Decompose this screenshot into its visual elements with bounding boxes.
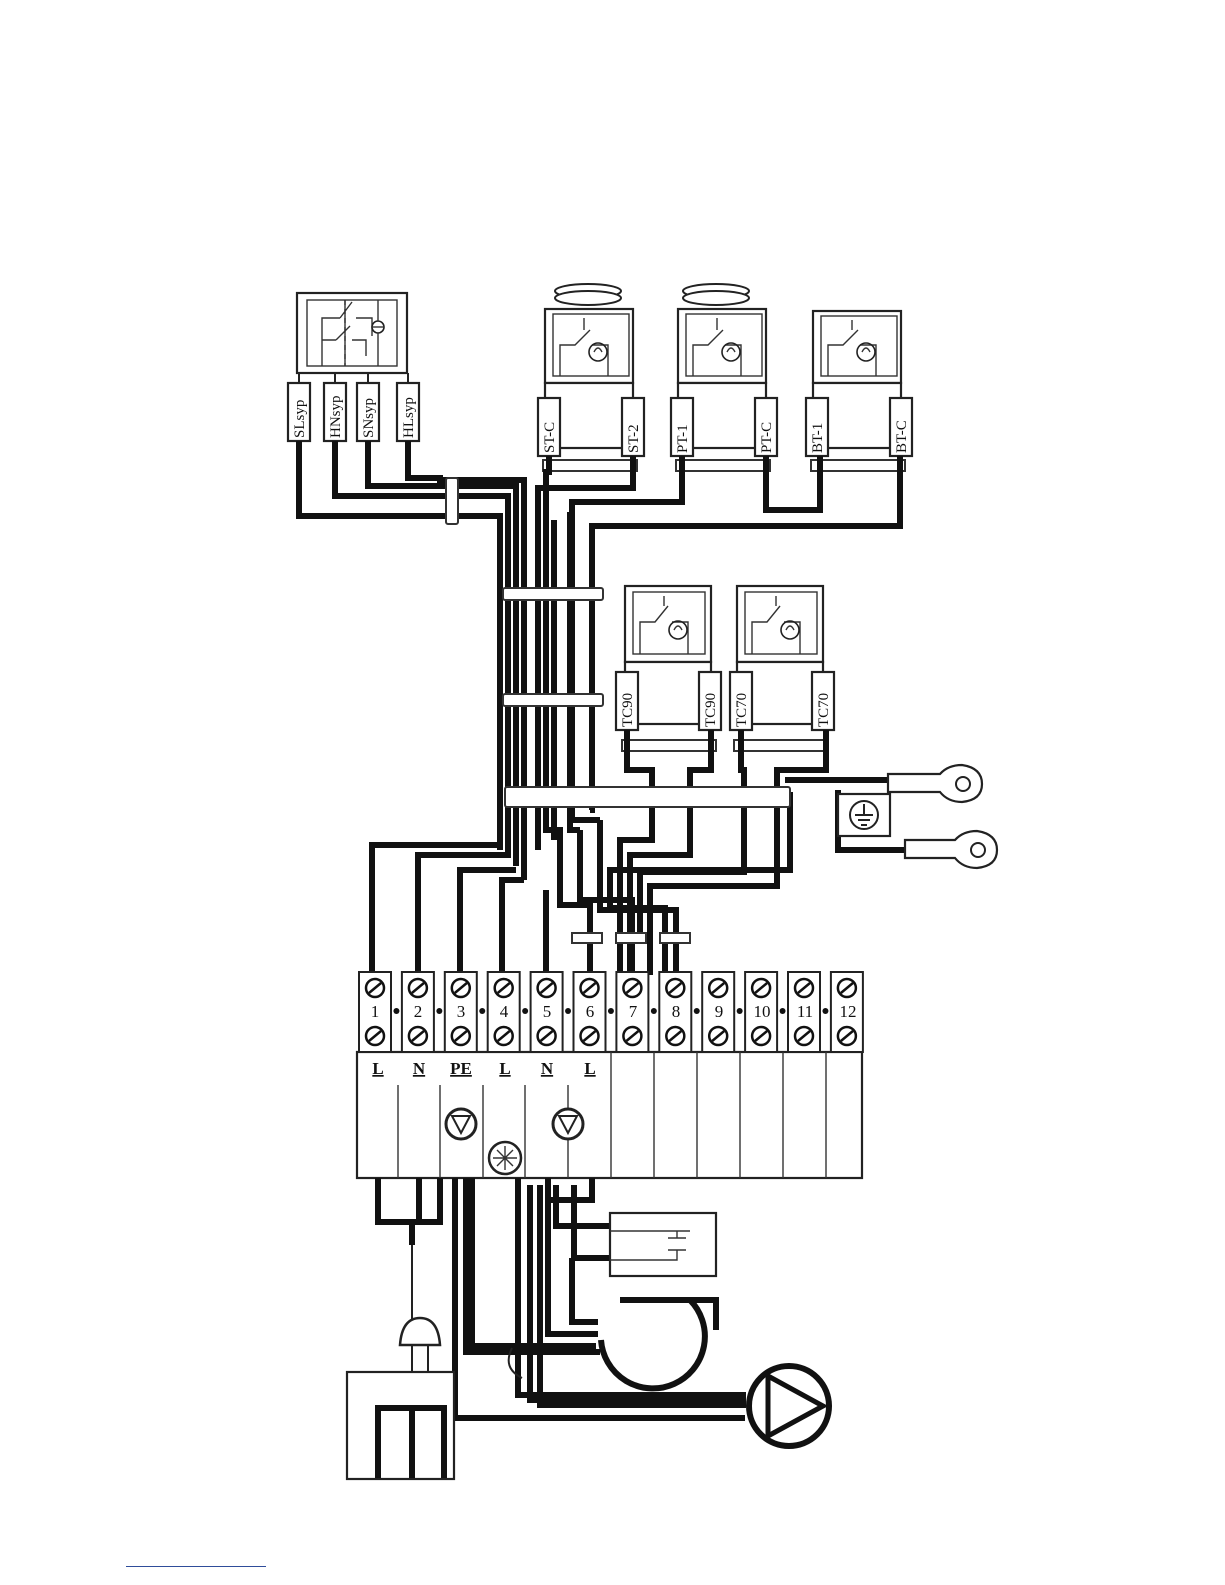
terminal-posts: 1 2 3 4 5 6 7 8 9 10 11 12 bbox=[359, 972, 863, 1052]
terminal-HNsyp: HNsyp bbox=[324, 383, 346, 441]
terminal-number: 2 bbox=[414, 1002, 423, 1021]
svg-text:ST-2: ST-2 bbox=[626, 424, 642, 453]
svg-text:ST-C: ST-C bbox=[542, 422, 558, 453]
terminal-HLsyp: HLsyp bbox=[397, 383, 419, 441]
terminal-number: 5 bbox=[543, 1002, 552, 1021]
thermostat-st: ST-C ST-2 bbox=[538, 284, 644, 471]
svg-text:TC90: TC90 bbox=[703, 693, 719, 727]
thermostat-tc70: TC70 TC70 bbox=[730, 586, 834, 751]
function-label-N: N bbox=[413, 1059, 426, 1078]
terminal-number: 8 bbox=[672, 1002, 681, 1021]
capacitor-icon bbox=[610, 1213, 716, 1276]
svg-text:PT-C: PT-C bbox=[759, 422, 775, 453]
svg-text:TC70: TC70 bbox=[816, 693, 832, 727]
pump-icon bbox=[553, 1109, 583, 1139]
terminal-number: 11 bbox=[797, 1002, 813, 1021]
function-label-L: L bbox=[372, 1059, 383, 1078]
selector-switch bbox=[297, 293, 407, 373]
svg-text:SLsyp: SLsyp bbox=[292, 400, 308, 438]
function-label-N: N bbox=[541, 1059, 554, 1078]
svg-text:HNsyp: HNsyp bbox=[328, 395, 344, 438]
svg-text:BT-1: BT-1 bbox=[810, 423, 826, 453]
svg-text:HLsyp: HLsyp bbox=[401, 397, 417, 438]
footer-rule bbox=[126, 1566, 266, 1567]
terminal-number: 3 bbox=[457, 1002, 466, 1021]
fan-icon bbox=[489, 1142, 521, 1174]
cable-tie bbox=[503, 588, 603, 600]
terminal-number: 12 bbox=[840, 1002, 857, 1021]
pump-icon bbox=[749, 1366, 829, 1446]
function-label-L: L bbox=[499, 1059, 510, 1078]
ground-icon bbox=[850, 801, 878, 829]
cable-tie bbox=[660, 933, 690, 943]
cable-tie bbox=[446, 478, 458, 524]
svg-text:SNsyp: SNsyp bbox=[361, 398, 377, 438]
thermostat-bt: BT-1 BT-C bbox=[806, 311, 912, 471]
svg-text:TC70: TC70 bbox=[734, 693, 750, 727]
terminal-number: 9 bbox=[715, 1002, 724, 1021]
svg-text:BT-C: BT-C bbox=[894, 420, 910, 453]
thermostat-pt: PT-1 PT-C bbox=[671, 284, 777, 471]
socket-icon bbox=[347, 1372, 454, 1479]
svg-text:TC90: TC90 bbox=[620, 693, 636, 727]
selector-terminals: SLsyp HNsyp SNsyp HLsyp bbox=[288, 383, 419, 441]
terminal-number: 6 bbox=[586, 1002, 595, 1021]
function-label-PE: PE bbox=[450, 1059, 472, 1078]
terminal-number: 7 bbox=[629, 1002, 638, 1021]
pump-icon bbox=[446, 1109, 476, 1139]
cable-tie bbox=[572, 933, 602, 943]
terminal-number: 10 bbox=[754, 1002, 771, 1021]
terminal-number: 1 bbox=[371, 1002, 380, 1021]
function-label-L: L bbox=[584, 1059, 595, 1078]
cable-tie bbox=[503, 694, 603, 706]
terminal-number: 4 bbox=[500, 1002, 509, 1021]
terminal-SNsyp: SNsyp bbox=[357, 383, 379, 441]
terminal-SLsyp: SLsyp bbox=[288, 383, 310, 441]
cable-tie bbox=[505, 787, 790, 807]
thermostat-tc90: TC90 TC90 bbox=[616, 586, 721, 751]
cable-tie bbox=[616, 933, 646, 943]
terminal-block: L N PE L N L bbox=[357, 1052, 862, 1178]
svg-text:PT-1: PT-1 bbox=[675, 424, 691, 453]
